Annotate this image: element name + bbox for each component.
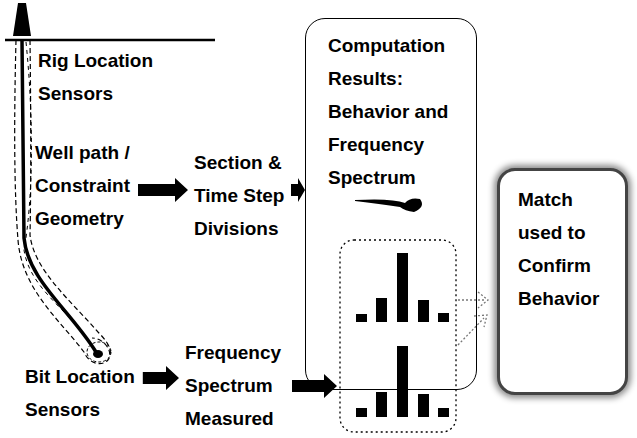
text-node: Frequency Spectrum Measured [185, 336, 285, 435]
block-arrow [292, 374, 337, 398]
rig-derrick [13, 3, 31, 36]
computed-spectrum [356, 253, 449, 322]
node-text: Computation Results: Behavior and Freque… [328, 29, 468, 194]
dotted-arrow [458, 292, 488, 345]
spectrum-group [340, 240, 456, 432]
node-text: Section & Time Step Divisions [194, 146, 294, 245]
text-node: Bit Location Sensors [25, 360, 150, 426]
text-node: Well path / Constraint Geometry [35, 136, 145, 235]
sensor-label: Rig Location Sensors [38, 44, 163, 110]
bit-constraint [87, 342, 111, 362]
behavior-icon [355, 199, 422, 213]
result-box: Match used to Confirm Behavior [497, 168, 628, 395]
node-text: Match used to Confirm Behavior [518, 183, 618, 315]
node-text: Well path / Constraint Geometry [35, 136, 145, 235]
node-text: Bit Location Sensors [25, 360, 150, 426]
block-arrow [143, 366, 179, 390]
node-text: Frequency Spectrum Measured [185, 336, 285, 435]
block-arrow [138, 178, 188, 202]
block-arrow [291, 178, 305, 202]
drill-bit [93, 350, 103, 358]
measured-spectrum [356, 346, 449, 417]
process-box: Computation Results: Behavior and Freque… [305, 18, 477, 390]
text-node: Section & Time Step Divisions [194, 146, 294, 245]
ground-line [5, 39, 215, 42]
